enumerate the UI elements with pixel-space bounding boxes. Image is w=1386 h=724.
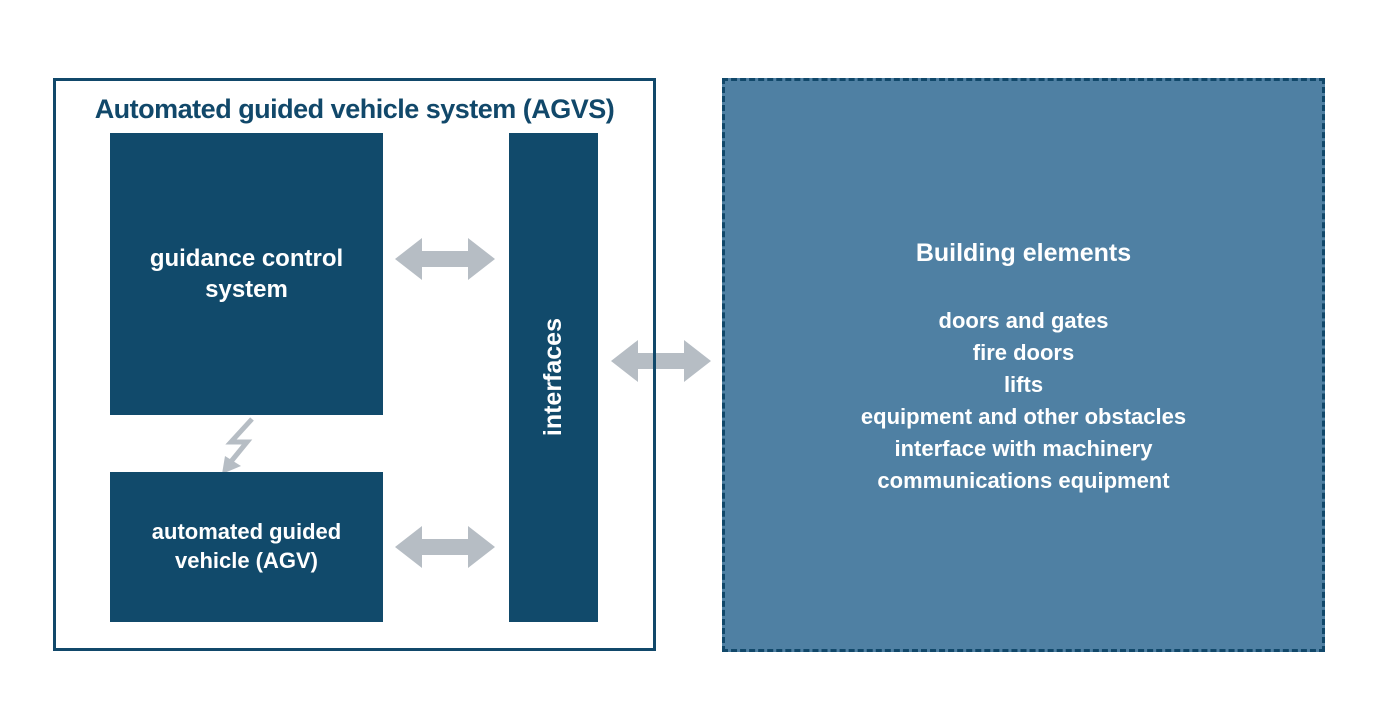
double-arrow-interfaces-building-icon — [611, 340, 711, 382]
agvs-title: Automated guided vehicle system (AGVS) — [94, 94, 615, 124]
building-list-item: doors and gates — [938, 308, 1109, 333]
building-elements-box: Building elements doors and gates fire d… — [722, 78, 1325, 652]
building-list-item: equipment and other obstacles — [860, 404, 1187, 429]
lightning-arrow-icon — [222, 417, 254, 474]
automated-guided-vehicle-box: automated guided vehicle (AGV) — [110, 472, 383, 622]
interfaces-label: interfaces — [539, 318, 567, 437]
double-arrow-guidance-interfaces-icon — [395, 238, 495, 280]
building-elements-list: doors and gates fire doors lifts equipme… — [725, 305, 1322, 497]
agvs-outer-frame — [53, 78, 656, 651]
building-elements-heading: Building elements — [915, 239, 1132, 267]
automated-guided-vehicle-label: automated guided vehicle (AGV) — [151, 519, 342, 573]
guidance-control-system-label: guidance control system — [149, 244, 344, 303]
guidance-control-system-box: guidance control system — [110, 133, 383, 415]
building-list-item: lifts — [1003, 372, 1044, 397]
building-list-item: fire doors — [972, 340, 1075, 365]
double-arrow-agv-interfaces-icon — [395, 526, 495, 568]
building-list-item: communications equipment — [877, 468, 1170, 493]
interfaces-box: interfaces — [509, 133, 598, 622]
building-list-item: interface with machinery — [894, 436, 1153, 461]
